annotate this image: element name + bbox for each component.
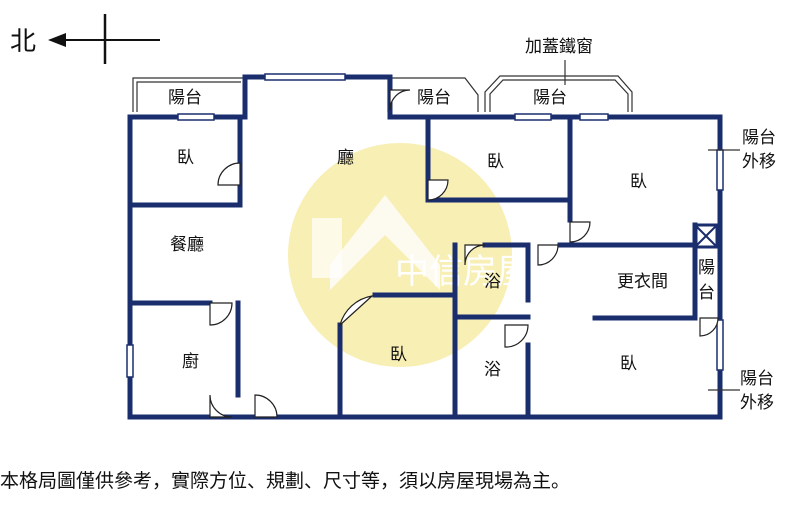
disclaimer-text: 本格局圖僅供參考，實際方位、規劃、尺寸等，須以房屋現場為主。 — [0, 470, 571, 492]
label-dining: 餐廳 — [170, 235, 204, 255]
watermark-text: 中信房屋 — [395, 252, 531, 292]
note-balcony-bottom-1: 陽台 — [740, 369, 774, 389]
label-closet: 更衣間 — [617, 272, 668, 292]
floor-plan: 中信房屋 北 加蓋鐵窗 — [10, 14, 776, 420]
label-balcony-center: 陽台 — [417, 88, 451, 108]
label-balcony-nw: 陽台 — [168, 88, 202, 108]
label-bedroom-4: 臥 — [390, 345, 407, 365]
note-balcony-top-1: 陽台 — [742, 128, 776, 148]
label-balcony-ne: 陽台 — [533, 88, 567, 108]
label-bedroom-1: 臥 — [177, 148, 194, 168]
label-bedroom-3: 臥 — [630, 172, 647, 192]
note-balcony-top-2: 外移 — [742, 152, 776, 172]
windows — [126, 73, 724, 378]
label-bedroom-5: 臥 — [620, 354, 637, 374]
label-bath-1: 浴 — [484, 272, 501, 292]
balcony-moved-notes: 陽台 外移 陽台 外移 — [708, 128, 776, 413]
walls — [127, 74, 723, 420]
watermark-logo: 中信房屋 — [288, 143, 531, 367]
label-balcony-small-1: 陽 — [698, 258, 715, 278]
note-balcony-bottom-2: 外移 — [740, 393, 774, 413]
label-balcony-small-2: 台 — [698, 283, 715, 303]
label-bath-2: 浴 — [484, 360, 501, 380]
doors — [209, 89, 719, 418]
room-labels: 陽台 陽台 陽台 廳 臥 臥 臥 餐廳 廚 臥 浴 浴 更衣間 臥 陽 台 — [168, 88, 715, 380]
north-arrow: 北 — [10, 14, 160, 64]
north-label: 北 — [10, 27, 36, 57]
label-bedroom-2: 臥 — [487, 152, 504, 172]
label-living: 廳 — [337, 148, 354, 168]
label-kitchen: 廚 — [182, 351, 199, 372]
iron-window-label: 加蓋鐵窗 — [525, 37, 593, 57]
